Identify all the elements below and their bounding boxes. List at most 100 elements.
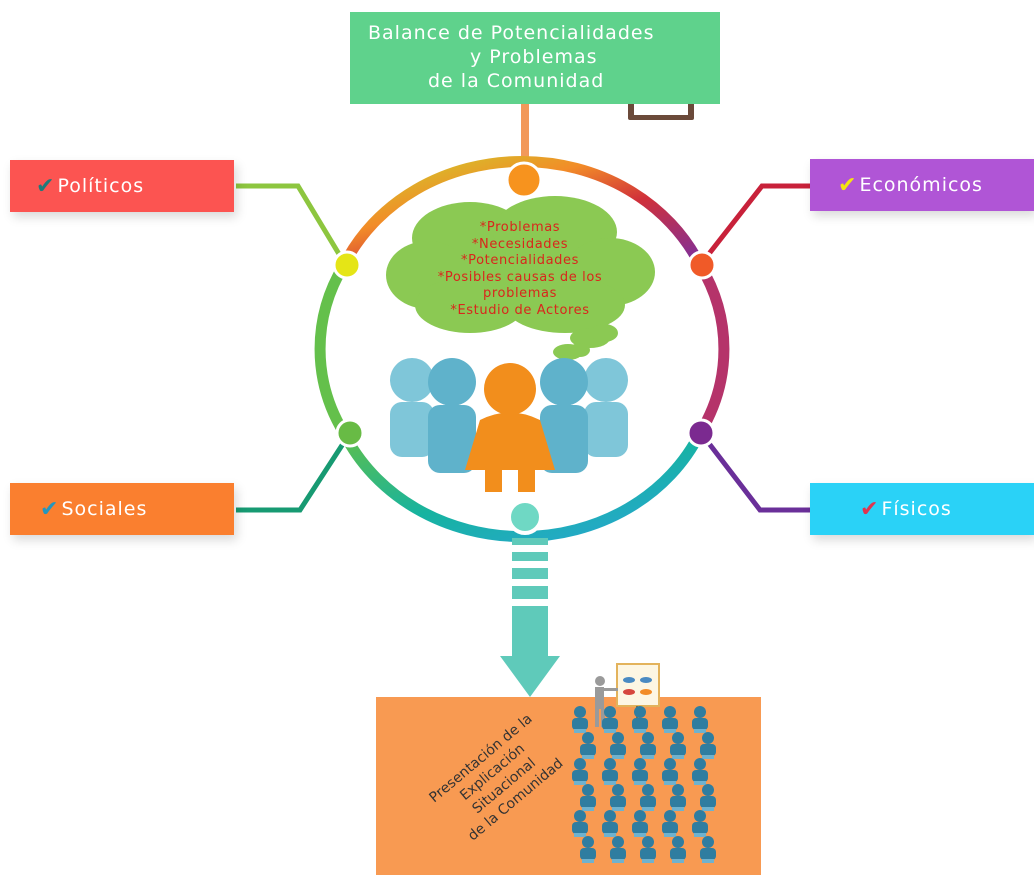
- audience-chair: [672, 807, 684, 811]
- audience-chair: [634, 729, 646, 733]
- node-top: [505, 161, 543, 199]
- audience-head: [702, 784, 714, 796]
- audience-chair: [664, 729, 676, 733]
- audience-body: [572, 770, 588, 782]
- audience-body: [692, 822, 708, 834]
- connector-sociales: [236, 431, 353, 513]
- ring-arc-top: [339, 156, 705, 268]
- audience-chair: [612, 859, 624, 863]
- audience-body: [632, 822, 648, 834]
- bubble-item-causas-cont: problemas: [483, 286, 557, 301]
- bubble-item-potencialidades: *Potencialidades: [461, 253, 579, 268]
- audience-body: [692, 770, 708, 782]
- checkmark-icon: ✔: [36, 173, 56, 199]
- audience-body: [580, 848, 596, 860]
- connector-economicos: [699, 183, 810, 266]
- audience-chair: [574, 729, 586, 733]
- audience-body: [632, 770, 648, 782]
- audience-head: [642, 836, 654, 848]
- title-connector: [521, 104, 529, 174]
- title-line-1: Balance de Potencialidades: [368, 22, 655, 44]
- audience-head: [664, 706, 676, 718]
- bubble-item-problemas: *Problemas: [479, 220, 561, 235]
- audience-head: [574, 706, 586, 718]
- bubble-item-necesidades: *Necesidades: [471, 236, 569, 252]
- ring-arc-bottom: [339, 430, 705, 542]
- audience-head: [694, 706, 706, 718]
- category-economicos-label: Económicos: [859, 174, 983, 196]
- audience-head: [694, 810, 706, 822]
- audience-chair: [642, 859, 654, 863]
- audience-head: [702, 732, 714, 744]
- audience-body: [602, 822, 618, 834]
- audience-body: [700, 744, 716, 756]
- audience-chair: [702, 807, 714, 811]
- audience-head: [582, 732, 594, 744]
- audience-chair: [642, 755, 654, 759]
- audience-head: [664, 758, 676, 770]
- checkmark-icon: ✔: [838, 172, 858, 198]
- audience-chair: [694, 781, 706, 785]
- checkmark-icon: ✔: [860, 496, 880, 522]
- audience-chair: [642, 807, 654, 811]
- ring-arc-right: [695, 262, 730, 436]
- audience-body: [670, 744, 686, 756]
- node-economicos: [687, 250, 717, 280]
- audience-head: [642, 732, 654, 744]
- audience-head: [612, 732, 624, 744]
- audience-body: [580, 796, 596, 808]
- checkmark-icon: ✔: [40, 496, 60, 522]
- audience-body: [662, 770, 678, 782]
- category-politicos-label: Políticos: [57, 175, 145, 197]
- audience-chair: [672, 755, 684, 759]
- audience-head: [694, 758, 706, 770]
- audience-chair: [612, 807, 624, 811]
- audience-chair: [634, 781, 646, 785]
- ring-arc-left: [314, 262, 349, 436]
- audience-chair: [664, 833, 676, 837]
- connector-fisicos: [699, 431, 810, 513]
- bubble-text: *Problemas *Necesidades *Potencialidades…: [420, 220, 620, 319]
- title-line-3: de la Comunidad: [428, 70, 605, 92]
- audience-body: [572, 718, 588, 730]
- node-sociales: [335, 418, 365, 448]
- audience-body: [572, 822, 588, 834]
- audience-head: [634, 810, 646, 822]
- audience-body: [662, 718, 678, 730]
- audience-chair: [634, 833, 646, 837]
- down-arrow-icon: [500, 538, 560, 697]
- audience-chair: [672, 859, 684, 863]
- node-fisicos: [686, 418, 716, 448]
- audience-chair: [574, 833, 586, 837]
- audience-head: [634, 758, 646, 770]
- audience-chair: [612, 755, 624, 759]
- audience-head: [574, 758, 586, 770]
- audience-body: [662, 822, 678, 834]
- audience-body: [602, 770, 618, 782]
- audience-head: [702, 836, 714, 848]
- people-group-icon: [390, 358, 628, 492]
- audience-chair: [582, 755, 594, 759]
- audience-head: [664, 810, 676, 822]
- category-politicos: ✔ Políticos: [10, 160, 234, 212]
- bubble-item-actores: *Estudio de Actores: [450, 302, 590, 318]
- audience-chair: [604, 833, 616, 837]
- audience-head: [612, 836, 624, 848]
- audience-chair: [604, 781, 616, 785]
- audience-chair: [664, 781, 676, 785]
- audience-body: [700, 848, 716, 860]
- audience-body: [632, 718, 648, 730]
- title-box: Balance de Potencialidades y Problemas d…: [350, 12, 720, 104]
- audience-body: [640, 848, 656, 860]
- audience-head: [634, 706, 646, 718]
- audience-body: [610, 848, 626, 860]
- audience-body: [700, 796, 716, 808]
- audience-head: [582, 784, 594, 796]
- audience-head: [612, 784, 624, 796]
- category-fisicos-label: Físicos: [881, 498, 952, 520]
- audience-head: [672, 732, 684, 744]
- audience-body: [610, 744, 626, 756]
- audience-chair: [702, 755, 714, 759]
- node-bottom: [507, 499, 543, 535]
- audience-chair: [582, 807, 594, 811]
